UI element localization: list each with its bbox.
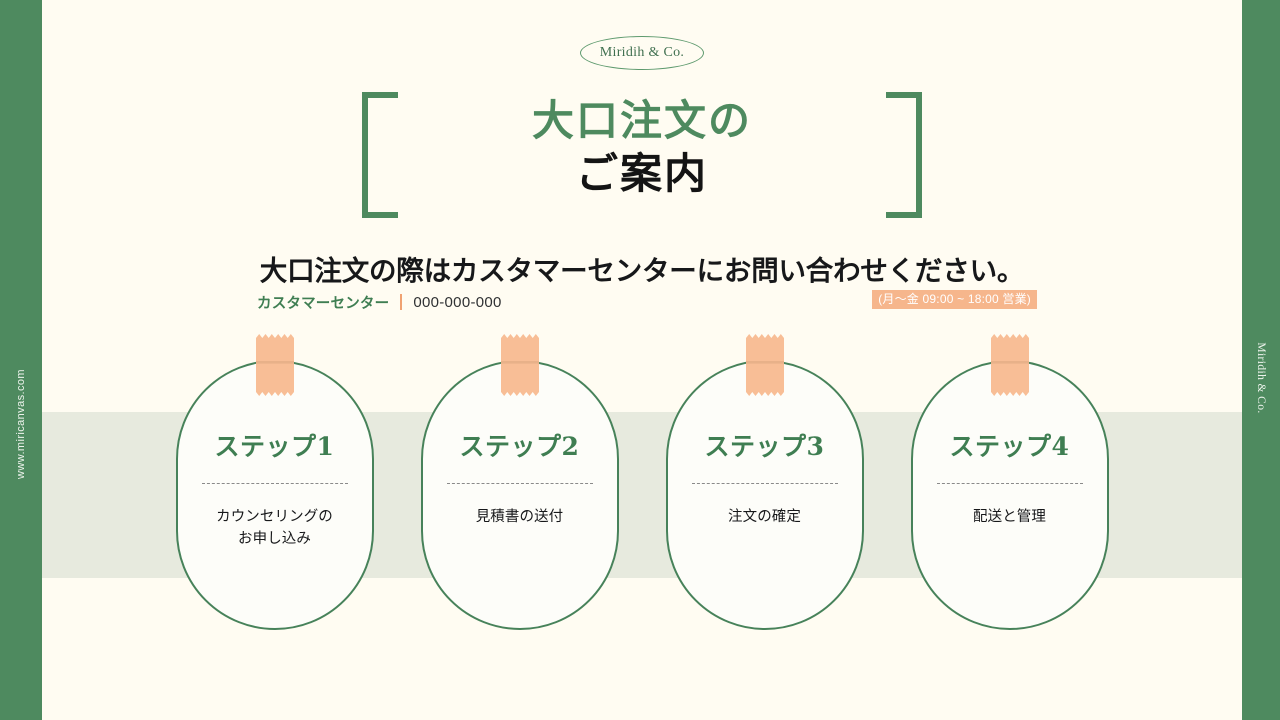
bracket-left-icon xyxy=(362,92,398,218)
page-title: 大口注文の ご案内 xyxy=(362,92,922,218)
sidebar-right-label: Miridih & Co. xyxy=(1255,342,1267,414)
page-title-text: 大口注文の ご案内 xyxy=(362,94,922,200)
step-description-3: 注文の確定 xyxy=(716,506,813,528)
step-label-2: ステップ2 xyxy=(459,432,580,461)
step-card-body-2: ステップ2 見積書の送付 xyxy=(420,360,619,630)
contact-label: カスタマーセンター xyxy=(257,295,390,312)
step-divider-4 xyxy=(936,483,1083,484)
step-description-line1: 配送と管理 xyxy=(973,509,1046,525)
step-divider-3 xyxy=(691,483,838,484)
sidebar-left: www.miricanvas.com xyxy=(0,0,42,720)
step-description-line1: 見積書の送付 xyxy=(475,509,564,525)
page-title-line1: 大口注文の xyxy=(531,96,752,145)
page-title-line2: ご案内 xyxy=(575,149,708,198)
lead-sentence: 大口注文の際はカスタマーセンターにお問い合わせください。 xyxy=(259,255,1025,286)
step-card-body-3: ステップ3 注文の確定 xyxy=(665,360,864,630)
bracket-right-icon xyxy=(886,92,922,218)
sidebar-left-label: www.miricanvas.com xyxy=(15,369,27,479)
step-description-4: 配送と管理 xyxy=(961,506,1058,528)
washi-tape-icon xyxy=(255,334,294,396)
step-description-2: 見積書の送付 xyxy=(464,506,576,528)
step-label-4: ステップ4 xyxy=(949,432,1070,461)
step-description-line1: 注文の確定 xyxy=(728,509,801,525)
contact-row: カスタマーセンター 000-000-000 (月〜金 09:00 ~ 18:00… xyxy=(257,290,1037,313)
step-divider-1 xyxy=(201,483,348,484)
step-description-line2: お申し込み xyxy=(238,531,311,547)
washi-tape-icon xyxy=(745,334,784,396)
business-hours-badge: (月〜金 09:00 ~ 18:00 営業) xyxy=(872,290,1037,309)
step-divider-2 xyxy=(446,483,593,484)
contact-divider-icon xyxy=(400,294,403,310)
brand-logo: Miridih & Co. xyxy=(580,36,704,70)
sidebar-right: Miridih & Co. xyxy=(1242,0,1280,720)
step-card-3[interactable]: ステップ3 注文の確定 xyxy=(665,334,864,630)
step-card-body-1: ステップ1 カウンセリングの お申し込み xyxy=(175,360,374,630)
contact-info: カスタマーセンター 000-000-000 xyxy=(257,291,502,313)
washi-tape-icon xyxy=(990,334,1029,396)
brand-logo-label: Miridih & Co. xyxy=(599,45,685,60)
step-description-1: カウンセリングの お申し込み xyxy=(204,506,345,550)
step-label-1: ステップ1 xyxy=(214,432,335,461)
contact-phone-number: 000-000-000 xyxy=(413,293,502,311)
step-card-2[interactable]: ステップ2 見積書の送付 xyxy=(420,334,619,630)
step-card-body-4: ステップ4 配送と管理 xyxy=(910,360,1109,630)
step-label-3: ステップ3 xyxy=(704,432,825,461)
content-stage: Miridih & Co. 大口注文の ご案内 大口注文の際はカスタマーセンター… xyxy=(42,0,1242,720)
step-card-4[interactable]: ステップ4 配送と管理 xyxy=(910,334,1109,630)
washi-tape-icon xyxy=(500,334,539,396)
steps-container: ステップ1 カウンセリングの お申し込み ステップ2 xyxy=(42,334,1242,630)
step-card-1[interactable]: ステップ1 カウンセリングの お申し込み xyxy=(175,334,374,630)
step-description-line1: カウンセリングの xyxy=(216,509,333,525)
